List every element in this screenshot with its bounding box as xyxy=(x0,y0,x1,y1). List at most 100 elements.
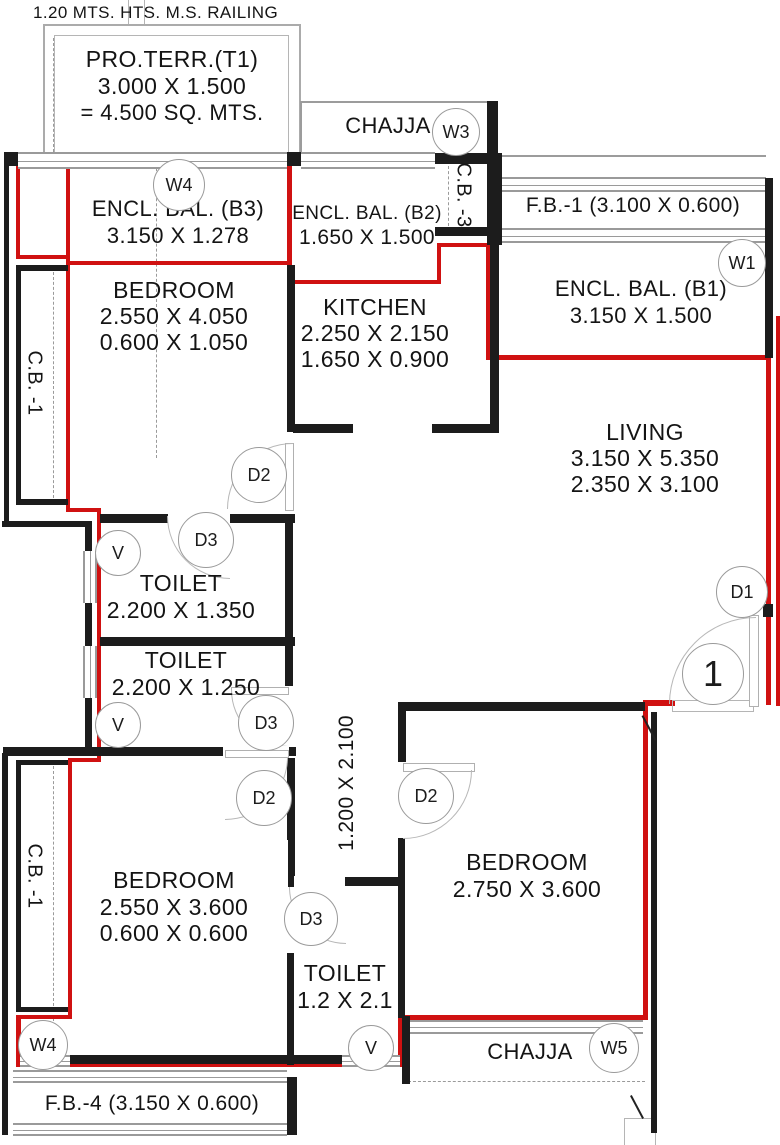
door-marker-d2-kitchen-lobby: D2 xyxy=(231,447,287,503)
bedroom2-dim2: 0.600 X 0.600 xyxy=(99,920,249,946)
marker-label: D3 xyxy=(254,712,278,733)
encl-bal-b1-dim: 3.150 X 1.500 xyxy=(569,303,713,328)
marker-label: W4 xyxy=(29,1034,57,1055)
fb1-label: F.B.-1 (3.100 X 0.600) xyxy=(525,194,741,217)
marker-label: D1 xyxy=(730,581,754,602)
unit-boundary xyxy=(643,700,648,1020)
unit-boundary xyxy=(766,355,771,705)
wall xyxy=(287,152,301,166)
vent-marker-2: V xyxy=(95,702,141,748)
terrace-dim: 3.000 X 1.500 xyxy=(97,73,247,99)
unit-boundary xyxy=(776,316,780,706)
wall xyxy=(294,877,398,886)
unit-boundary xyxy=(16,1062,403,1067)
window-marker-w4-bottom: W4 xyxy=(18,1020,68,1070)
wall xyxy=(16,760,21,1012)
dashed-gridline xyxy=(53,766,54,1006)
kitchen-label: KITCHEN xyxy=(323,294,427,320)
unit-boundary xyxy=(16,255,70,259)
chajja-top-outline xyxy=(300,101,302,153)
wall xyxy=(398,838,405,887)
bedroom2-dim1: 2.550 X 3.600 xyxy=(99,894,249,920)
wall xyxy=(287,1077,297,1135)
wall xyxy=(435,153,498,164)
window-marker-w5: W5 xyxy=(589,1023,639,1073)
wall xyxy=(763,604,773,617)
door-opening xyxy=(294,876,345,887)
chajja-bottom-band xyxy=(410,1020,643,1034)
fb4-label: F.B.-4 (3.150 X 0.600) xyxy=(44,1092,260,1115)
unit-boundary xyxy=(437,243,495,247)
kitchen-dim1: 2.250 X 2.150 xyxy=(300,320,450,346)
terrace-area: = 4.500 SQ. MTS. xyxy=(80,100,264,125)
wall xyxy=(285,646,293,686)
fb4-lower-band xyxy=(13,1123,287,1136)
marker-label: D3 xyxy=(299,908,323,929)
dashed-gridline xyxy=(53,38,54,152)
bedroom1-dim1: 2.550 X 4.050 xyxy=(99,303,249,329)
wall xyxy=(435,227,487,236)
unit-boundary xyxy=(287,280,441,284)
unit-boundary xyxy=(643,700,675,706)
bedroom3-dim: 2.750 X 3.600 xyxy=(452,876,602,902)
toilet2-label: TOILET xyxy=(144,647,228,673)
door-marker-d3-toilet2: D3 xyxy=(238,695,294,751)
marker-label: V xyxy=(111,542,124,563)
wall xyxy=(651,712,657,1133)
vent-marker-3: V xyxy=(348,1025,394,1071)
unit-boundary xyxy=(97,508,101,762)
wall xyxy=(100,637,295,646)
toilet3-dim: 1.2 X 2.1 xyxy=(297,987,393,1013)
fb4-upper-band xyxy=(13,1070,287,1083)
dashed-gridline xyxy=(53,272,54,498)
window-kitchen-top-band xyxy=(301,152,435,169)
wall xyxy=(496,153,502,245)
dashed-gridline xyxy=(448,166,449,226)
door-marker-d1: D1 xyxy=(716,566,768,618)
window-marker-w3: W3 xyxy=(432,108,480,156)
wall xyxy=(16,499,68,505)
door-marker-d2-bedroom3: D2 xyxy=(398,768,454,824)
marker-label: D2 xyxy=(252,787,276,808)
door-marker-d3-toilet1: D3 xyxy=(178,512,234,568)
unit-boundary xyxy=(16,1015,72,1019)
wall xyxy=(2,753,8,1135)
marker-label: W5 xyxy=(600,1037,628,1058)
window-toilet2-band xyxy=(83,646,97,698)
encl-bal-b2-dim: 1.650 X 1.500 xyxy=(299,226,435,249)
cb1-upper-label: C.B. -1 xyxy=(23,350,46,416)
unit-boundary xyxy=(66,164,70,259)
wall xyxy=(490,245,499,433)
marker-label: W4 xyxy=(165,174,193,195)
terrace-label: PRO.TERR.(T1) xyxy=(85,46,259,72)
living-dim1: 3.150 X 5.350 xyxy=(570,445,720,471)
living-dim2: 2.350 X 3.100 xyxy=(570,471,720,497)
unit-boundary xyxy=(66,508,101,512)
unit-boundary xyxy=(66,258,70,512)
wall xyxy=(100,514,168,523)
chajja-top-outline xyxy=(300,101,489,103)
wall xyxy=(398,702,406,762)
dashed-gridline xyxy=(156,158,157,458)
cb3-label: C.B. -3 xyxy=(452,162,475,228)
railing-post-mark xyxy=(128,0,145,24)
wall xyxy=(285,523,293,639)
wall xyxy=(293,424,353,433)
marker-label: W1 xyxy=(728,252,756,273)
window-marker-w1: W1 xyxy=(718,239,766,287)
chajja-top-label: CHAJJA xyxy=(345,113,431,138)
wall xyxy=(765,178,773,358)
living-label: LIVING xyxy=(606,419,684,445)
wall xyxy=(16,265,68,271)
wall xyxy=(16,760,68,765)
wall xyxy=(402,1016,410,1084)
railing-note: 1.20 MTS. HTS. M.S. RAILING xyxy=(33,3,279,22)
wall xyxy=(16,1007,68,1012)
bedroom3-label: BEDROOM xyxy=(466,849,588,875)
door-marker-d2-bedroom2: D2 xyxy=(236,770,292,826)
unit-boundary xyxy=(398,1015,648,1020)
toilet3-label: TOILET xyxy=(303,960,387,986)
passage-dim: 1.200 X 2.100 xyxy=(335,715,358,851)
chajja-bottom-dashed-edge xyxy=(408,1081,645,1083)
